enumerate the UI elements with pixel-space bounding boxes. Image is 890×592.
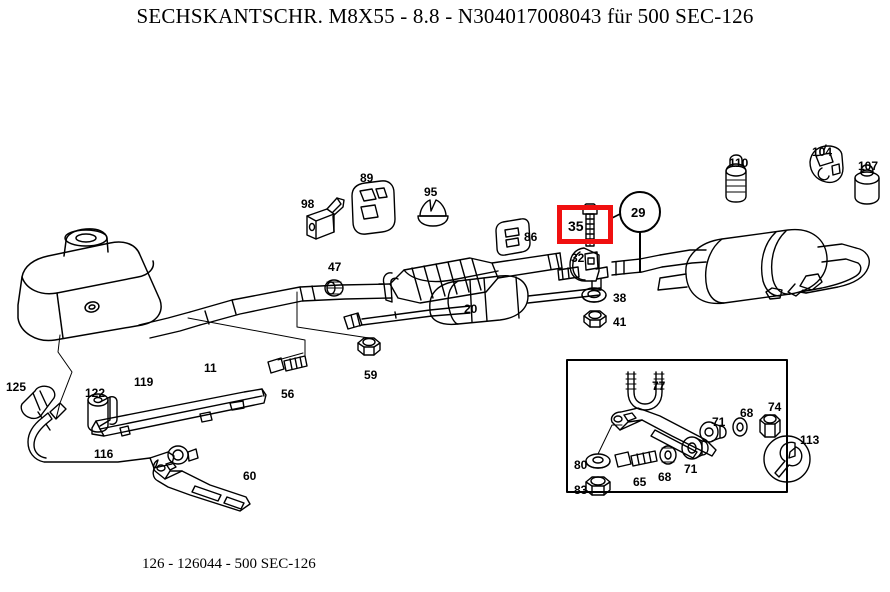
part-label-83-25: 83 <box>574 483 588 497</box>
part-label-71-28: 71 <box>684 462 698 476</box>
part-label-107-6: 107 <box>858 159 879 173</box>
middle-pipe-and-resonator <box>343 272 601 330</box>
leader-80 <box>597 424 623 455</box>
front-exhaust-pipe <box>138 283 393 339</box>
part-label-95-2: 95 <box>424 185 438 199</box>
part-label-11-12: 11 <box>204 361 217 375</box>
part-label-68-22: 68 <box>740 406 754 420</box>
intermediate-pipe <box>491 252 563 279</box>
part-47-ring <box>324 279 344 297</box>
part-label-110-4: 110 <box>729 156 749 170</box>
rear-connecting-pipe <box>611 249 707 276</box>
part-110-grommet <box>725 154 747 203</box>
part-label-71-21: 71 <box>712 415 726 429</box>
part-65-bolt <box>614 450 658 468</box>
part-71-bushing-right <box>699 421 727 443</box>
part-74-nut <box>759 414 781 438</box>
part-41-nut <box>583 310 607 328</box>
part-80-washer <box>585 453 611 469</box>
rear-muffler <box>657 228 870 305</box>
part-label-98-0: 98 <box>301 197 315 211</box>
part-label-59-13: 59 <box>364 368 378 382</box>
part-label-68-27: 68 <box>658 470 672 484</box>
diagram-caption: 126 - 126044 - 500 SEC-126 <box>142 556 316 572</box>
part-label-89-1: 89 <box>360 171 374 185</box>
part-38-washer <box>581 287 607 303</box>
part-89-mount <box>351 180 396 235</box>
inset-box-frame <box>566 359 788 493</box>
part-label-47-7: 47 <box>328 260 342 274</box>
page-title: SECHSKANTSCHR. M8X55 - 8.8 - N3040170080… <box>136 4 754 28</box>
callout-29-group <box>611 191 661 273</box>
catalytic-converter <box>389 257 499 304</box>
part-label-32-8: 32 <box>571 251 585 265</box>
part-label-41-10: 41 <box>613 315 627 329</box>
leader-56 <box>187 317 306 357</box>
part-60-hanger-strap <box>152 459 251 512</box>
part-104-bracket <box>809 144 844 184</box>
part-59-nut <box>357 337 381 356</box>
callout-29-pipe <box>557 266 580 281</box>
part-label-119-17: 119 <box>134 375 154 389</box>
part-label-113-29: 113 <box>800 433 820 447</box>
highlight-box <box>557 205 613 244</box>
part-107-bushing <box>854 164 880 205</box>
part-label-65-26: 65 <box>633 475 647 489</box>
part-label-77-20: 77 <box>652 379 666 393</box>
part-98-bracket <box>306 197 345 240</box>
part-68-washer-lower <box>659 445 677 465</box>
part-label-122-16: 122 <box>85 386 106 400</box>
front-collector-part <box>17 228 162 342</box>
part-label-60-19: 60 <box>243 469 257 483</box>
part-68-washer-right <box>732 417 748 437</box>
part-32-flange <box>569 247 609 291</box>
leader-59 <box>296 291 370 339</box>
part-119-bracket <box>91 388 267 437</box>
part-122-bushings <box>87 393 118 433</box>
part-95-clip <box>417 199 449 227</box>
part-label-125-15: 125 <box>6 380 27 394</box>
highlight-part-number: 35 <box>568 218 584 234</box>
part-label-86-3: 86 <box>524 230 538 244</box>
part-label-104-5: 104 <box>812 145 833 159</box>
leader-125 <box>57 334 73 404</box>
part-label-20-11: 20 <box>464 302 478 316</box>
part-label-80-24: 80 <box>574 458 588 472</box>
part-56-bolt <box>267 352 308 374</box>
part-label-38-9: 38 <box>613 291 627 305</box>
callout-number-29: 29 <box>631 205 646 220</box>
part-label-56-14: 56 <box>281 387 295 401</box>
part-label-74-23: 74 <box>768 400 782 414</box>
part-125-sensor <box>20 385 56 420</box>
part-label-116-18: 116 <box>94 447 114 461</box>
part-116-oxygen-sensor-cable <box>27 402 151 463</box>
part-86-mount <box>495 218 531 256</box>
